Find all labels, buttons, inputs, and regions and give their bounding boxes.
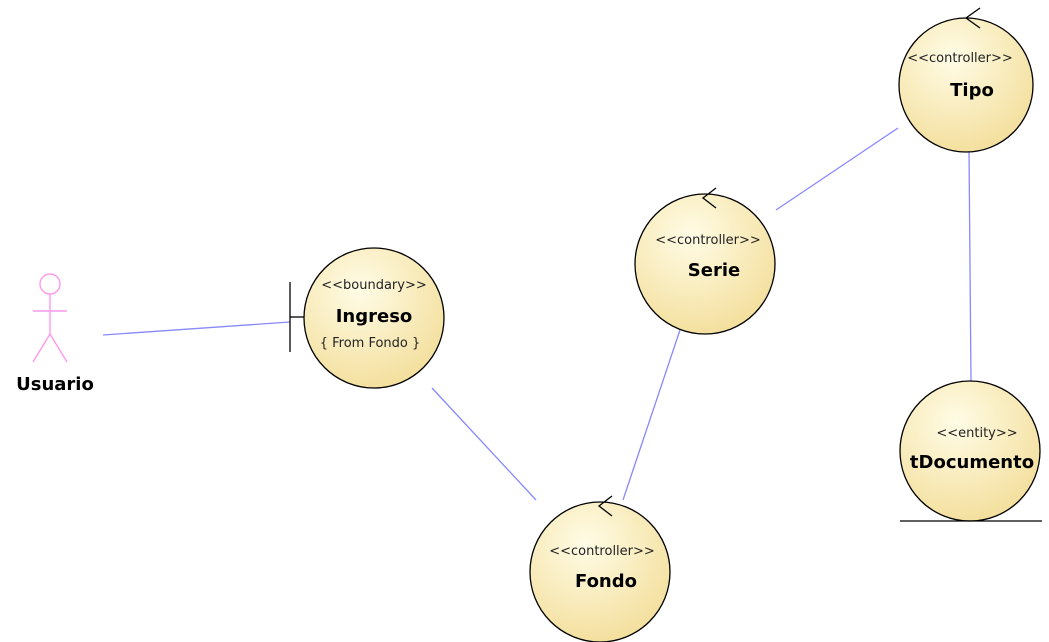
controller-fondo[interactable]: <<controller>> Fondo [529, 495, 671, 642]
controller-name: Tipo [950, 80, 994, 101]
controller-name: Fondo [575, 571, 637, 592]
association-serie-fondo[interactable] [622, 329, 681, 501]
controller-stereotype: <<controller>> [549, 544, 655, 559]
controller-name: Serie [688, 260, 740, 281]
association-usuario-ingreso[interactable] [102, 321, 291, 336]
controller-stereotype: <<controller>> [655, 233, 761, 248]
controller-arrow-icon [701, 187, 717, 209]
entity-name: tDocumento [910, 452, 1034, 473]
boundary-ingreso[interactable]: <<boundary>> Ingreso { From Fondo } [289, 247, 445, 389]
boundary-stereotype: <<boundary>> [321, 278, 427, 293]
entity-tdocumento[interactable]: <<entity>> tDocumento [899, 380, 1042, 522]
boundary-constraint: { From Fondo } [320, 336, 421, 351]
controller-arrow-icon [964, 7, 981, 29]
controller-serie[interactable]: <<controller>> Serie [634, 187, 776, 335]
association-ingreso-fondo[interactable] [431, 387, 537, 501]
controller-arrow-icon [597, 495, 613, 517]
actor-label: Usuario [16, 374, 94, 395]
boundary-icon [289, 282, 305, 352]
controller-tipo[interactable]: <<controller>> Tipo [898, 7, 1034, 153]
stick-figure-icon [32, 273, 68, 363]
association-serie-tipo[interactable] [775, 127, 899, 211]
controller-stereotype: <<controller>> [907, 51, 1013, 66]
entity-stereotype: <<entity>> [936, 426, 1017, 441]
association-tipo-tdocumento[interactable] [968, 149, 972, 382]
actor-usuario[interactable]: Usuario [16, 273, 94, 395]
boundary-name: Ingreso [336, 306, 413, 327]
